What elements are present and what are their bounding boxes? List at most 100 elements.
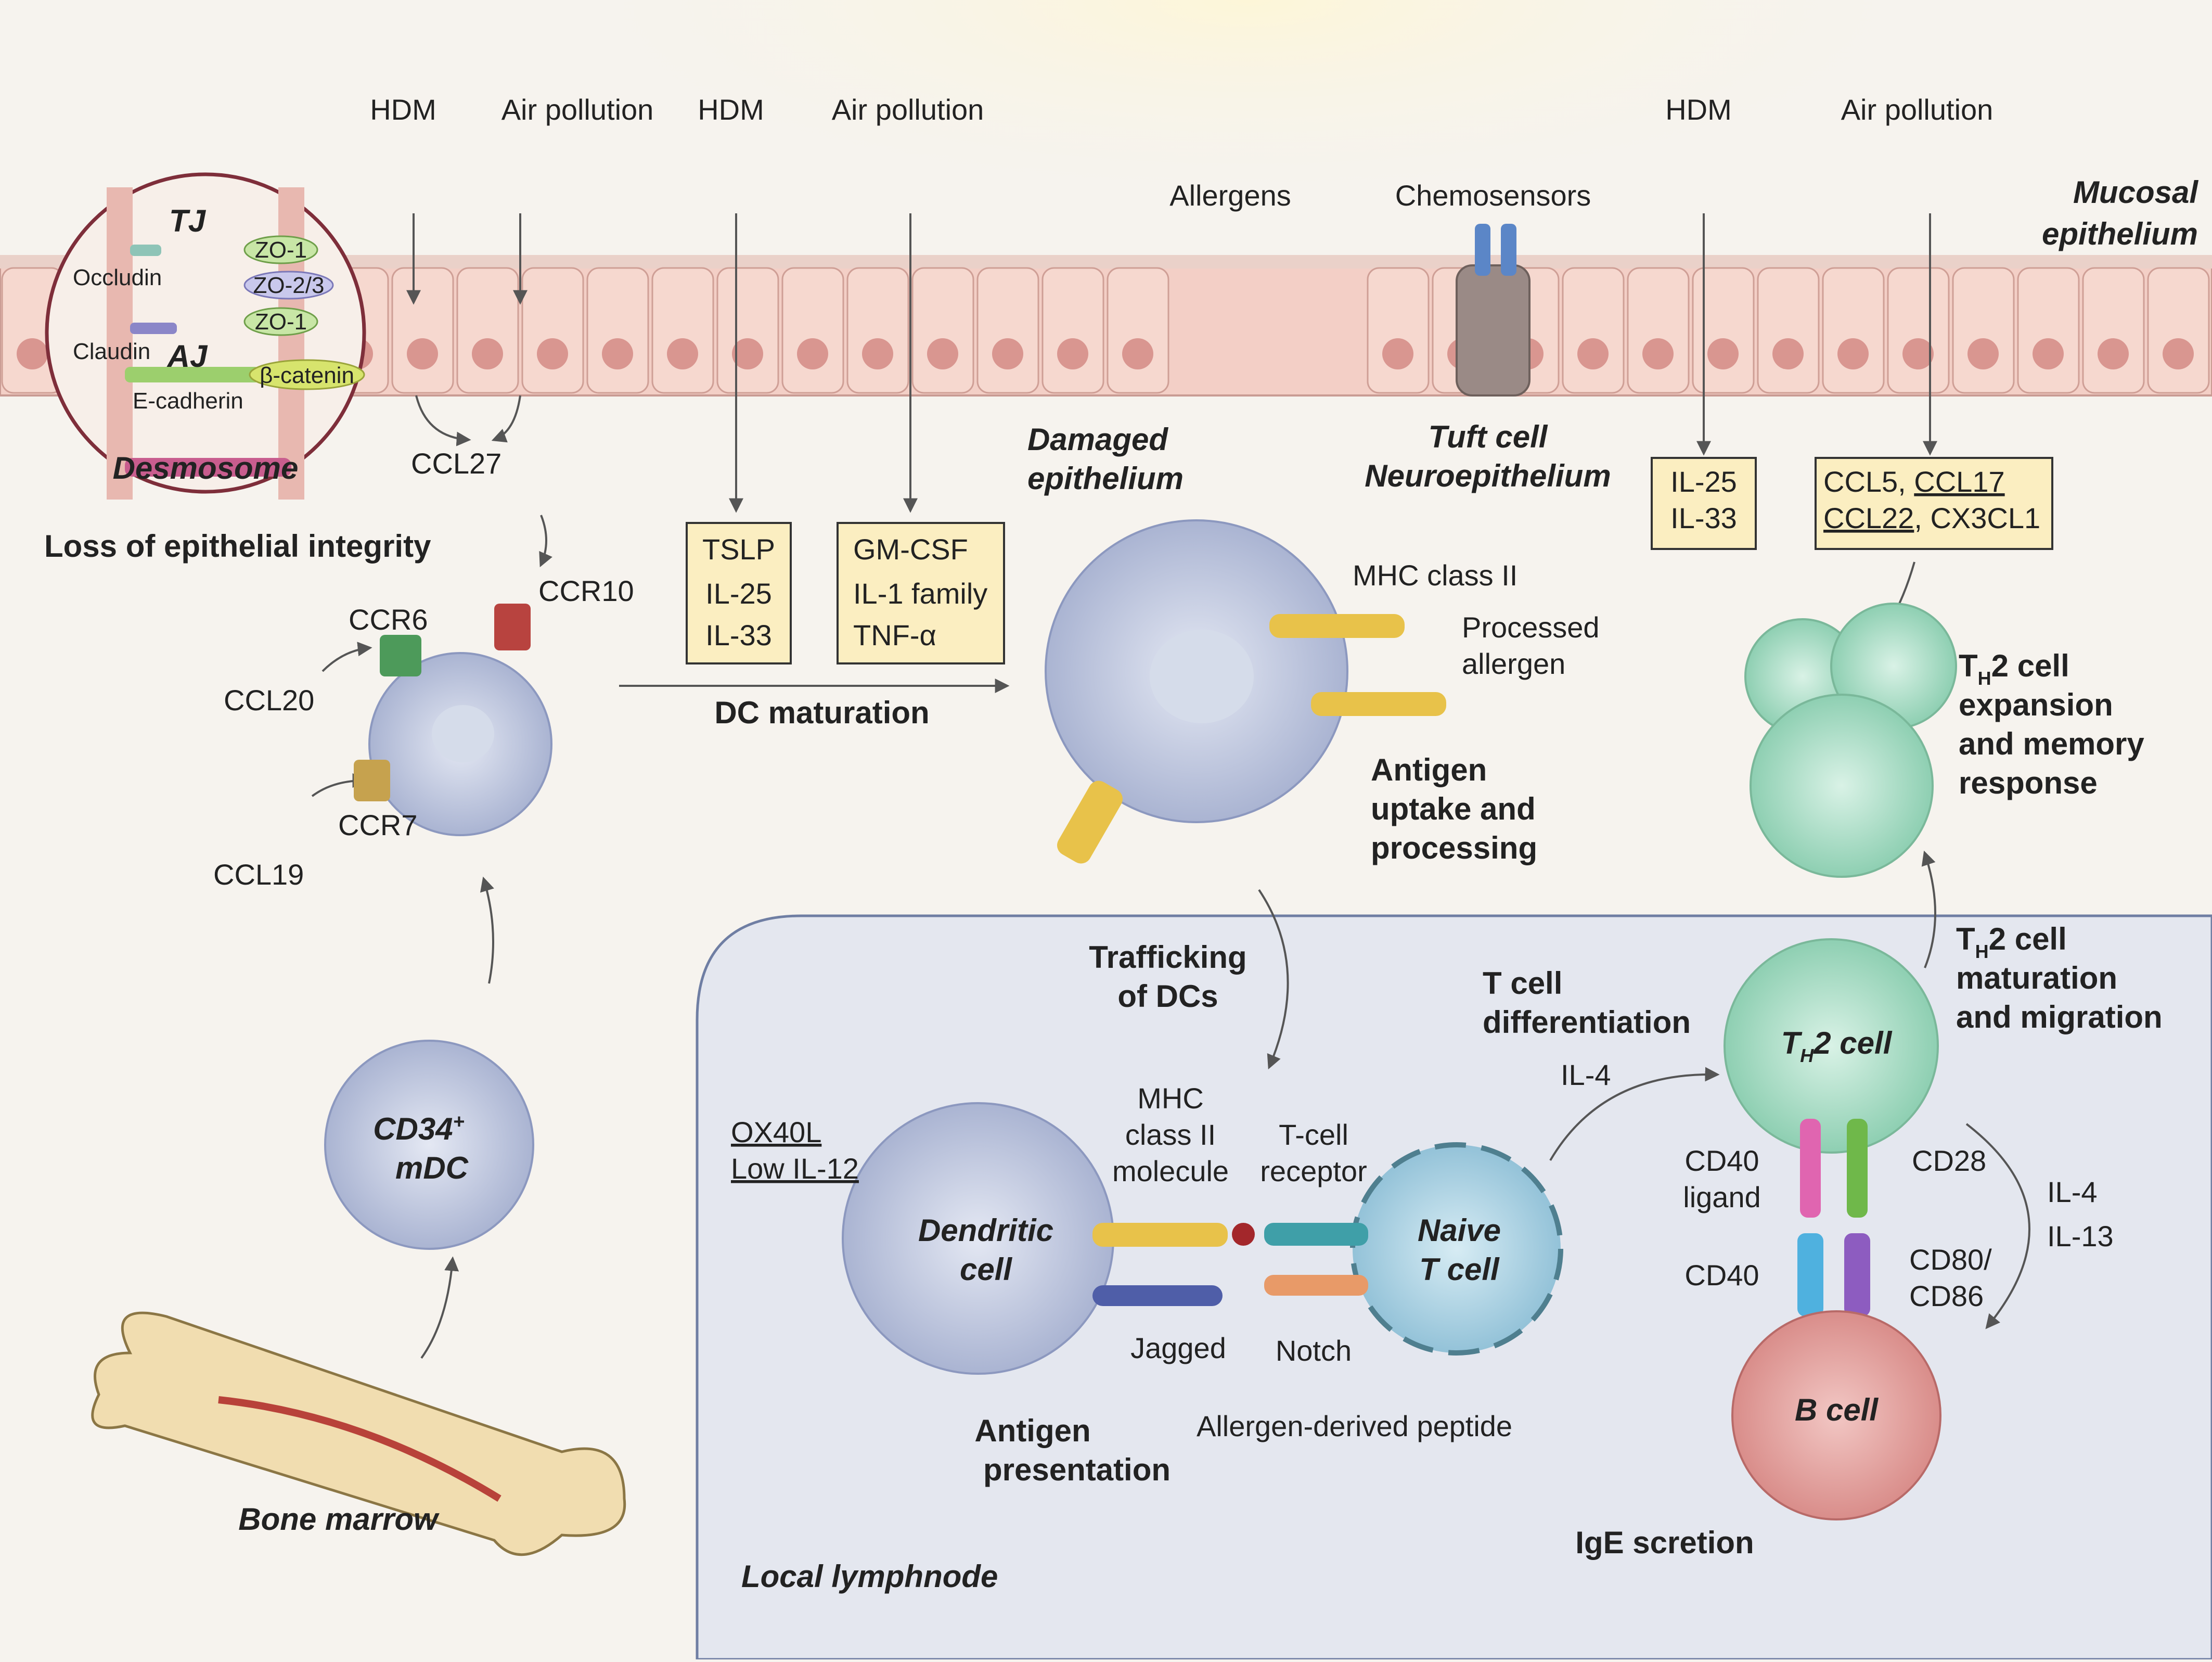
th2-rest: 2 cell bbox=[1813, 1026, 1892, 1060]
epithelial-nucleus bbox=[602, 338, 633, 369]
label-tuft-1: Tuft cell bbox=[1429, 419, 1548, 454]
label-aj: AJ bbox=[166, 339, 208, 374]
epithelial-nucleus bbox=[667, 338, 698, 369]
label-th2mat-1: TH2 cell bbox=[1956, 922, 2067, 962]
epithelial-cell bbox=[1887, 267, 1950, 394]
label-cd28: CD28 bbox=[1912, 1144, 1986, 1177]
epithelial-nucleus bbox=[1577, 338, 1609, 369]
epithelial-cell bbox=[1627, 267, 1690, 394]
label-ecadherin: E-cadherin bbox=[133, 388, 243, 414]
epithelial-nucleus bbox=[1382, 338, 1413, 369]
naive-t-cell bbox=[1264, 1142, 1563, 1356]
label-tdiff-2: differentiation bbox=[1483, 1005, 1691, 1040]
box-ccl bbox=[1815, 457, 2053, 550]
label-desmosome: Desmosome bbox=[113, 451, 299, 485]
th2exp-rest: 2 cell bbox=[1991, 648, 2069, 683]
box1-line2: IL-25 bbox=[705, 577, 772, 610]
label-mhc-3: molecule bbox=[1112, 1155, 1229, 1187]
label-allergens: Allergens bbox=[1169, 179, 1291, 212]
epithelial-cell bbox=[911, 267, 974, 394]
epithelial-cell bbox=[651, 267, 714, 394]
label-processed-1: Processed bbox=[1462, 611, 1600, 644]
label-tj: TJ bbox=[169, 203, 207, 238]
epithelial-cell bbox=[1041, 267, 1104, 394]
epithelial-cell bbox=[846, 267, 909, 394]
label-cd40l-1: CD40 bbox=[1684, 1144, 1759, 1177]
th2-sub: H bbox=[1800, 1045, 1814, 1066]
epithelial-nucleus bbox=[732, 338, 763, 369]
cd34-main: CD34 bbox=[373, 1111, 453, 1146]
label-cd86: CD86 bbox=[1909, 1280, 1984, 1312]
epithelial-nucleus bbox=[1707, 338, 1739, 369]
th2-t: T bbox=[1781, 1026, 1803, 1060]
box3-line2: IL-33 bbox=[1670, 502, 1737, 534]
label-trafficking-2: of DCs bbox=[1117, 979, 1218, 1014]
epithelial-cell bbox=[976, 267, 1039, 394]
cx3cl1: CX3CL1 bbox=[1930, 502, 2040, 534]
label-ccr6: CCR6 bbox=[349, 603, 428, 636]
th2-cell bbox=[1724, 938, 1939, 1316]
label-th2mat-2: maturation bbox=[1956, 961, 2117, 995]
epithelial-nucleus bbox=[1967, 338, 1999, 369]
damaged-epithelium-dc bbox=[1045, 519, 1446, 864]
label-mhc-2: class II bbox=[1125, 1118, 1216, 1151]
box1-line3: IL-33 bbox=[705, 619, 772, 651]
label-tcr-1: T-cell bbox=[1279, 1118, 1348, 1151]
box-tslp bbox=[686, 522, 792, 664]
epithelial-nucleus bbox=[1772, 338, 1804, 369]
th2mat-sub: H bbox=[1975, 941, 1989, 962]
label-dc-1: Dendritic bbox=[918, 1213, 1053, 1248]
th2mat-rest: 2 cell bbox=[1989, 922, 2067, 956]
label-ccl20: CCL20 bbox=[224, 684, 314, 717]
epithelial-nucleus bbox=[472, 338, 503, 369]
label-jagged: Jagged bbox=[1130, 1332, 1226, 1364]
box-il25 bbox=[1651, 457, 1757, 550]
label-uptake-3: processing bbox=[1371, 830, 1537, 865]
label-notch: Notch bbox=[1276, 1334, 1352, 1367]
label-cd40: CD40 bbox=[1684, 1259, 1759, 1292]
label-tuft-2: Neuroepithelium bbox=[1365, 458, 1611, 493]
label-cd34: CD34+ bbox=[373, 1111, 465, 1146]
ccr-dendritic-cell bbox=[354, 604, 552, 836]
label-zo1-b: ZO-1 bbox=[255, 309, 307, 335]
box3-line1: IL-25 bbox=[1670, 465, 1737, 498]
label-occludin: Occludin bbox=[73, 265, 162, 290]
label-presentation-1: Antigen bbox=[974, 1413, 1090, 1448]
epithelial-cell bbox=[2082, 267, 2145, 394]
sep2: , bbox=[1914, 502, 1930, 534]
label-il4-b: IL-4 bbox=[2047, 1175, 2098, 1208]
label-zo23: ZO-2/3 bbox=[253, 273, 325, 298]
th2-memory-cells bbox=[1744, 603, 1957, 878]
epithelial-nucleus bbox=[2098, 338, 2129, 369]
epithelial-cell bbox=[781, 267, 844, 394]
label-th2exp-2: expansion bbox=[1959, 687, 2113, 722]
label-il13: IL-13 bbox=[2047, 1220, 2114, 1252]
cd34-sup: + bbox=[453, 1111, 465, 1133]
junction-inset bbox=[45, 172, 366, 500]
epithelial-nucleus bbox=[927, 338, 958, 369]
label-ccr10: CCR10 bbox=[538, 574, 634, 607]
label-ige: IgE scretion bbox=[1575, 1525, 1754, 1560]
label-chemosensors: Chemosensors bbox=[1395, 179, 1591, 212]
ccl17: CCL17 bbox=[1914, 465, 2004, 498]
flow-arrows bbox=[311, 213, 2030, 1359]
labels: HDM Air pollution HDM Air pollution HDM … bbox=[44, 93, 2198, 1594]
b-cell bbox=[1731, 1310, 1941, 1520]
box1-line1: TSLP bbox=[702, 533, 775, 566]
epithelial-nucleus bbox=[797, 338, 828, 369]
ccl5: CCL5 bbox=[1823, 465, 1898, 498]
epithelial-cell bbox=[586, 267, 649, 394]
epithelial-cell bbox=[2017, 267, 2080, 394]
label-ox40l: OX40L bbox=[731, 1116, 821, 1148]
epithelial-cell bbox=[1562, 267, 1625, 394]
label-processed-2: allergen bbox=[1462, 647, 1565, 680]
label-ccl19: CCL19 bbox=[213, 858, 304, 891]
label-air-2: Air pollution bbox=[832, 93, 984, 126]
epithelial-cell bbox=[391, 267, 454, 394]
label-hdm-2: HDM bbox=[698, 93, 764, 126]
epithelial-cell bbox=[716, 267, 779, 394]
th2mat-t: T bbox=[1956, 922, 1975, 956]
box4-line1: CCL5, CCL17 bbox=[1823, 465, 2005, 498]
epithelial-cell bbox=[521, 267, 584, 394]
label-mhc2: MHC class II bbox=[1353, 559, 1517, 592]
